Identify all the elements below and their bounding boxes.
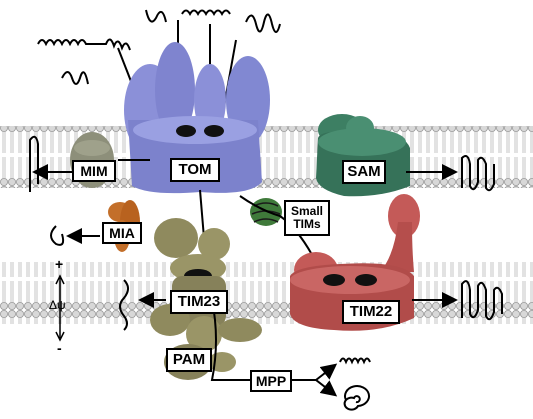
mia-substrate xyxy=(50,225,65,246)
mpp-label: MPP xyxy=(250,370,292,392)
mia-label-text: MIA xyxy=(109,224,135,241)
membrane-potential-minus: - xyxy=(57,340,62,356)
pam-label-text: PAM xyxy=(172,351,206,369)
precursor-proteins xyxy=(37,9,281,85)
small-tims-label-line2: TIMs xyxy=(293,217,321,231)
inner-membrane-sorted-substrate xyxy=(119,279,129,331)
mim-label: MIM xyxy=(72,160,116,182)
mature-folded-product xyxy=(343,385,370,411)
beta-precursor xyxy=(245,13,281,33)
tom-label-text: TOM xyxy=(178,161,212,179)
beta-barrel-product xyxy=(461,155,495,192)
membrane-potential-delta-psi: Δψ xyxy=(49,298,66,312)
tim23-label: TIM23 xyxy=(170,290,228,314)
mim-label-text: MIM xyxy=(80,162,108,179)
inner-membrane xyxy=(0,262,533,324)
mature-helix-product xyxy=(339,357,371,365)
small-tims-label: Small TIMs xyxy=(284,200,330,236)
tim23-label-text: TIM23 xyxy=(177,293,221,311)
small-tims-path xyxy=(239,195,319,267)
helix-precursor-1 xyxy=(37,38,131,51)
mia-label: MIA xyxy=(102,222,142,244)
tim22-complex xyxy=(290,194,420,331)
helix-precursor-2 xyxy=(181,9,231,17)
delta-psi-arrowhead-top xyxy=(55,274,65,285)
sam-label: SAM xyxy=(342,160,386,184)
tom-label: TOM xyxy=(170,158,220,182)
pam-label: PAM xyxy=(166,348,212,372)
mpp-label-text: MPP xyxy=(255,372,287,389)
mpp-arrow-up xyxy=(315,363,338,381)
delta-psi-arrowhead-bottom xyxy=(55,331,65,342)
membrane-potential-plus: + xyxy=(55,256,64,272)
carrier-product xyxy=(461,280,503,321)
sam-label-text: SAM xyxy=(347,163,381,181)
loop-precursor-1 xyxy=(145,9,167,23)
tim22-label: TIM22 xyxy=(342,300,400,324)
mim-substrate-line xyxy=(29,135,39,192)
mpp-arrow-down xyxy=(315,379,338,397)
small-tims-complex xyxy=(250,198,282,226)
tim22-label-text: TIM22 xyxy=(349,303,393,321)
small-tims-label-line1: Small xyxy=(290,204,323,219)
loop-precursor-2 xyxy=(61,71,89,85)
tom-complex xyxy=(124,42,270,194)
